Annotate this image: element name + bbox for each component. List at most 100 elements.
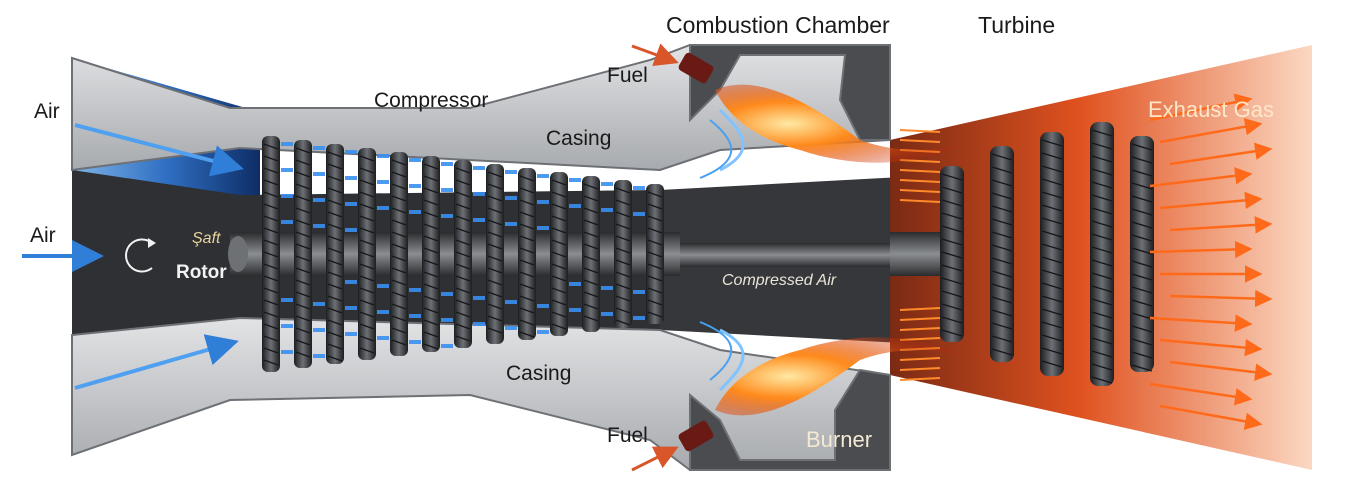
- airflow-streak: [313, 302, 325, 306]
- hot-gas-streak: [899, 357, 941, 361]
- airflow-streak: [505, 222, 517, 226]
- airflow-streak: [473, 166, 485, 170]
- turbine-blade-disc: [940, 166, 964, 342]
- airflow-streak: [377, 180, 389, 184]
- airflow-streak: [281, 194, 293, 198]
- label-casing-bottom: Casing: [506, 362, 572, 385]
- compressor-blade-disc: [390, 152, 408, 356]
- airflow-streak: [377, 310, 389, 314]
- compressor-blade-disc: [486, 164, 504, 344]
- airflow-streak: [281, 324, 293, 328]
- label-fuel-bottom: Fuel: [607, 424, 648, 447]
- airflow-streak: [633, 212, 645, 216]
- air-arrows: [22, 123, 244, 390]
- airflow-streak: [537, 226, 549, 230]
- airflow-streak: [377, 284, 389, 288]
- turbine-blade-disc: [990, 146, 1014, 362]
- exhaust-arrow: [1159, 191, 1263, 210]
- airflow-streak: [537, 200, 549, 204]
- airflow-streak: [281, 350, 293, 354]
- airflow-streak: [569, 178, 581, 182]
- exhaust-arrow: [1159, 404, 1263, 430]
- airflow-streak: [633, 316, 645, 320]
- airflow-streak: [505, 326, 517, 330]
- flame-bottom: [699, 321, 960, 416]
- airflow-streak: [441, 344, 453, 348]
- fuel-injector-bottom: [631, 420, 714, 472]
- flame-top: [699, 84, 960, 179]
- airflow-streak: [345, 228, 357, 232]
- airflow-streak: [345, 280, 357, 284]
- airflow-streak: [601, 286, 613, 290]
- exhaust-arrow: [1149, 314, 1253, 332]
- airflow-streak: [441, 188, 453, 192]
- exhaust-arrow: [1149, 382, 1253, 406]
- airflow-streak: [473, 192, 485, 196]
- exhaust-arrow: [1169, 289, 1273, 308]
- airflow-streak: [601, 312, 613, 316]
- airflow-streak: [345, 202, 357, 206]
- compressor-blade-disc: [326, 144, 344, 364]
- airflow-streak: [633, 186, 645, 190]
- airflow-streak: [441, 318, 453, 322]
- airflow-streak: [441, 162, 453, 166]
- airflow-streak: [505, 170, 517, 174]
- airflow-streak: [569, 204, 581, 208]
- exhaust-arrow: [1149, 167, 1253, 188]
- exhaust-arrow: [1159, 118, 1263, 144]
- compressor-blade-disc: [422, 156, 440, 352]
- compressor-blade-disc: [518, 168, 536, 340]
- compressor-blade-disc: [614, 180, 632, 328]
- compressor-blade-disc: [262, 136, 280, 372]
- compressor-blade-disc: [582, 176, 600, 332]
- airflow-streak: [281, 220, 293, 224]
- airflow-streak: [505, 196, 517, 200]
- airflow-streak: [377, 336, 389, 340]
- airflow-streak: [473, 296, 485, 300]
- hot-gas-streak: [899, 307, 941, 311]
- label-saft: Şaft: [192, 230, 221, 247]
- airflow-streak: [409, 340, 421, 344]
- label-compressor: Compressor: [374, 89, 489, 112]
- exhaust-arrow: [1149, 93, 1253, 122]
- airflow-streak: [345, 176, 357, 180]
- turbine-blade-disc: [1090, 122, 1114, 386]
- airflow-streak: [473, 218, 485, 222]
- airflow-streak: [441, 292, 453, 296]
- airflow-streak: [313, 354, 325, 358]
- hot-gas-streak: [899, 327, 941, 331]
- compressor-blades: [262, 136, 664, 372]
- turbine-blades: [940, 122, 1154, 386]
- airflow-streak: [537, 174, 549, 178]
- airflow-streak: [313, 146, 325, 150]
- airflow-streak: [473, 322, 485, 326]
- hot-gas-streak: [899, 179, 941, 183]
- airflow-streak: [313, 172, 325, 176]
- exhaust-arrow: [1169, 142, 1273, 166]
- exhaust-arrow: [1149, 240, 1253, 259]
- airflow-streak: [569, 308, 581, 312]
- label-turbine: Turbine: [978, 12, 1056, 38]
- airflow-streak: [313, 328, 325, 332]
- compressor-airflow: [281, 142, 645, 358]
- label-burner: Burner: [806, 427, 873, 452]
- hot-gas-streak: [899, 169, 941, 173]
- airflow-streak: [281, 142, 293, 146]
- airflow-streak: [569, 282, 581, 286]
- hot-gas-streak: [899, 367, 941, 371]
- label-combustion-chamber: Combustion Chamber: [666, 12, 890, 38]
- airflow-streak: [313, 224, 325, 228]
- airflow-streak: [377, 206, 389, 210]
- airflow-streak: [409, 184, 421, 188]
- airflow-streak: [505, 300, 517, 304]
- airflow-streak: [633, 290, 645, 294]
- label-fuel-top: Fuel: [607, 64, 648, 87]
- compressor-blade-disc: [550, 172, 568, 336]
- airflow-streak: [377, 154, 389, 158]
- label-compressed-air: Compressed Air: [722, 272, 837, 289]
- airflow-streak: [281, 298, 293, 302]
- compressor-blade-disc: [358, 148, 376, 360]
- airflow-streak: [345, 306, 357, 310]
